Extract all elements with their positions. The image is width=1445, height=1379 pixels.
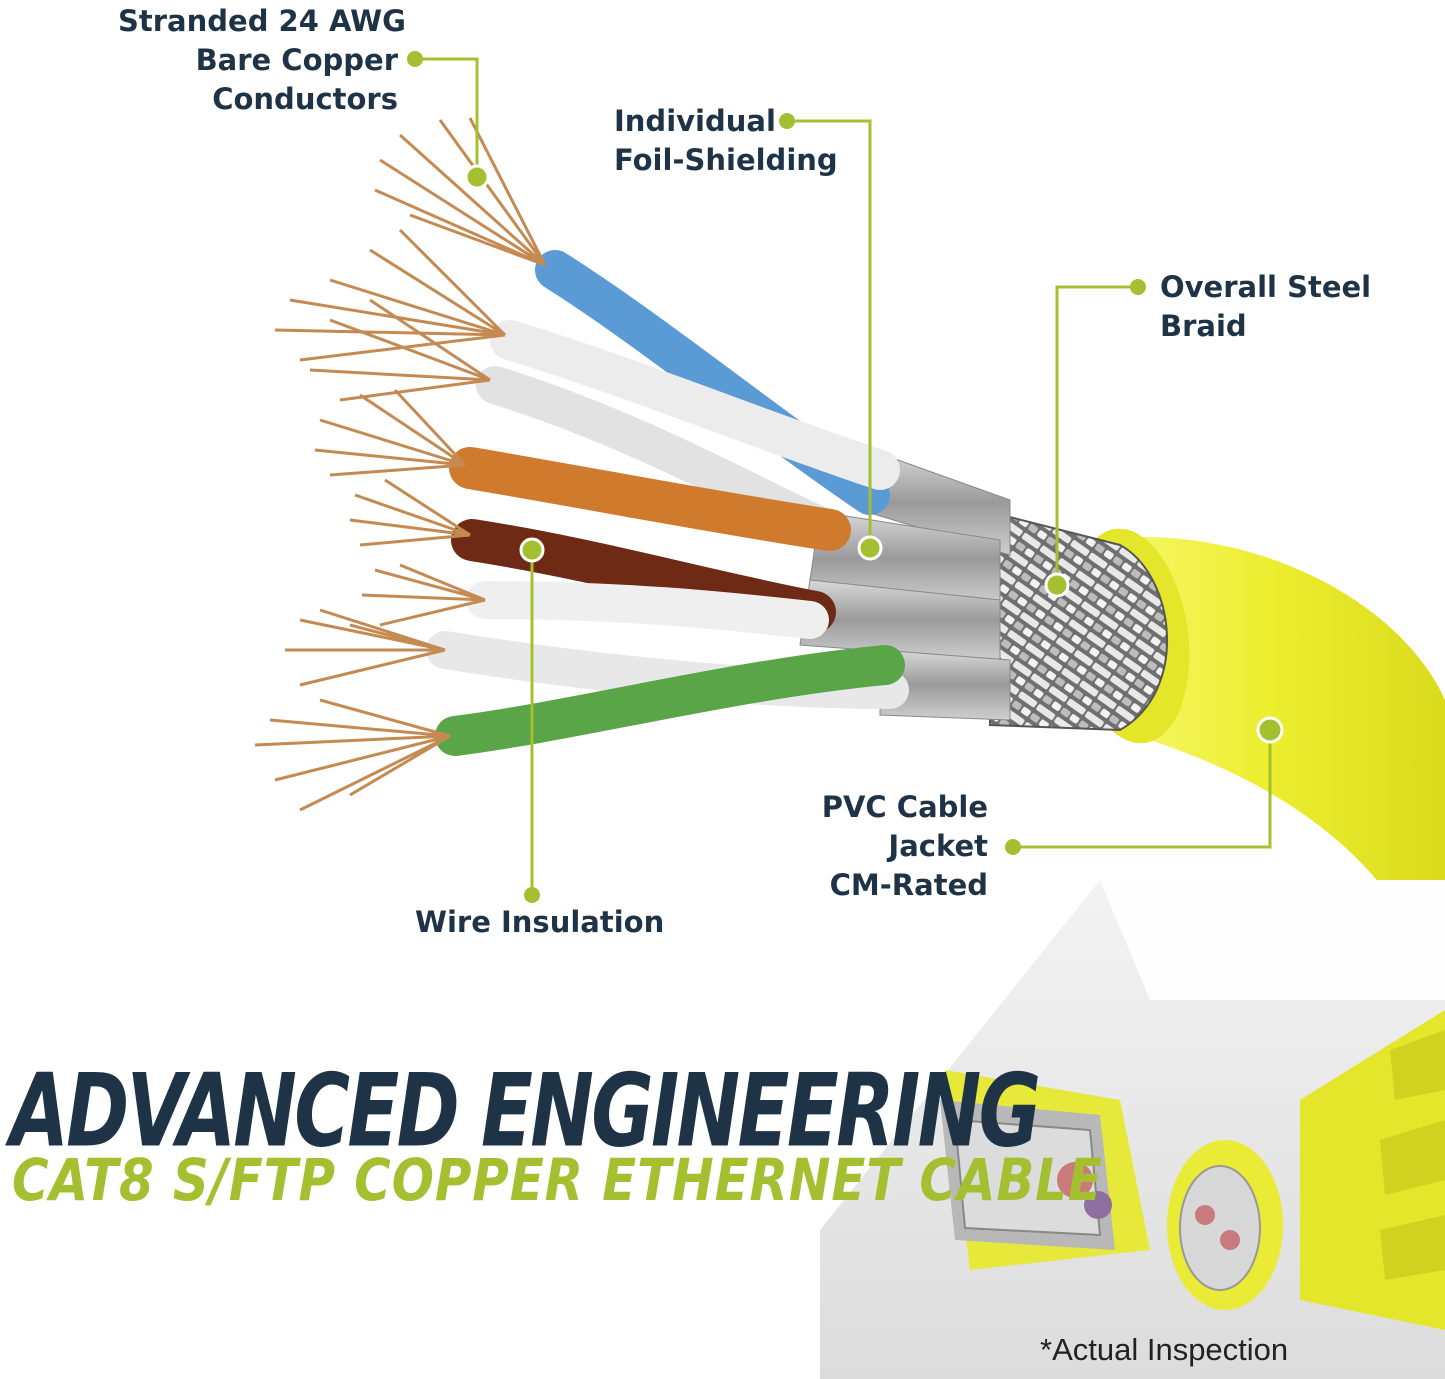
headline: ADVANCED ENGINEERING [10,1052,1041,1170]
copper-strands [254,117,547,812]
callout-line: PVC Cable [821,790,988,824]
callout-pvc-jacket: PVC Cable Jacket CM-Rated [760,788,988,905]
callout-line: Overall Steel [1160,270,1372,304]
inspection-photo [820,880,1445,1379]
callout-line: Foil-Shielding [614,143,838,177]
callout-line: Jacket [888,829,988,863]
callout-line: Individual [614,104,776,138]
insulated-wires [426,250,909,756]
callout-line: CM-Rated [829,868,988,902]
wire-white-1 [490,320,900,490]
leader-dots [407,51,1284,903]
callout-line: Bare Copper [195,43,398,77]
callout-line: Stranded 24 AWG [118,4,406,38]
callout-line: Conductors [212,82,398,116]
photo-caption: *Actual Inspection [1040,1332,1289,1367]
callout-steel-braid: Overall Steel Braid [1160,268,1371,346]
callout-wire-insulation: Wire Insulation [415,903,664,942]
callout-line: Wire Insulation [415,905,665,939]
wire-green [435,645,905,756]
leader-lines [415,57,1272,895]
callout-line: Braid [1160,309,1247,343]
wire-white-3 [466,581,829,639]
wire-orange [449,447,851,551]
callout-conductors: Stranded 24 AWG Bare Copper Conductors [118,2,406,119]
steel-braid [989,510,1169,732]
callout-foil-shielding: Individual Foil-Shielding [614,102,838,180]
subheadline: CAT8 S/FTP COPPER ETHERNET CABLE [12,1146,1103,1214]
